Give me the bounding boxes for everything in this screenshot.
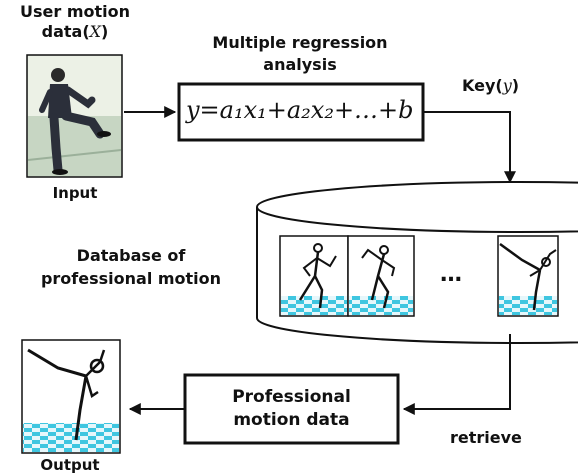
key-suffix: ) <box>511 76 520 95</box>
motion-frame-1 <box>279 235 349 317</box>
arrow-database-to-professional-data <box>402 334 511 415</box>
arrow-key-to-database <box>424 111 516 184</box>
key-variable-y: y <box>502 76 512 95</box>
professional-motion-data-line1: Professional <box>232 387 351 407</box>
database-label-line2: professional motion <box>40 269 222 288</box>
regression-title-line2: analysis <box>263 55 337 74</box>
input-title-line1: User motion <box>19 2 130 21</box>
database-ellipsis: … <box>440 262 465 287</box>
motion-frame-3 <box>497 235 559 317</box>
motion-frame-2 <box>347 235 415 317</box>
professional-motion-data-line2: motion data <box>233 410 350 430</box>
database-label: Database of professional motion <box>5 244 257 290</box>
professional-motion-data-box <box>183 373 400 445</box>
user-motion-photo <box>26 54 123 178</box>
regression-formula: y=a₁x₁+a₂x₂+…+b <box>186 96 414 124</box>
input-title: User motion data(X) <box>0 2 150 42</box>
key-prefix: Key( <box>462 76 503 95</box>
output-caption: Output <box>40 456 100 474</box>
regression-title: Multiple regression analysis <box>175 32 425 76</box>
regression-formula-box <box>177 82 425 142</box>
output-motion-frame <box>21 339 121 454</box>
regression-title-line1: Multiple regression <box>212 33 388 52</box>
professional-motion-data-label: Professional motion data <box>185 375 398 443</box>
database-label-line1: Database of <box>76 246 186 265</box>
retrieve-label: retrieve <box>450 428 522 447</box>
input-variable-x: X <box>89 22 102 41</box>
input-title-suffix: ) <box>101 22 109 41</box>
key-label: Key(y) <box>462 76 519 95</box>
input-title-line2: data(X) <box>0 22 150 42</box>
input-caption: Input <box>52 184 98 202</box>
input-title-prefix: data( <box>41 22 90 41</box>
